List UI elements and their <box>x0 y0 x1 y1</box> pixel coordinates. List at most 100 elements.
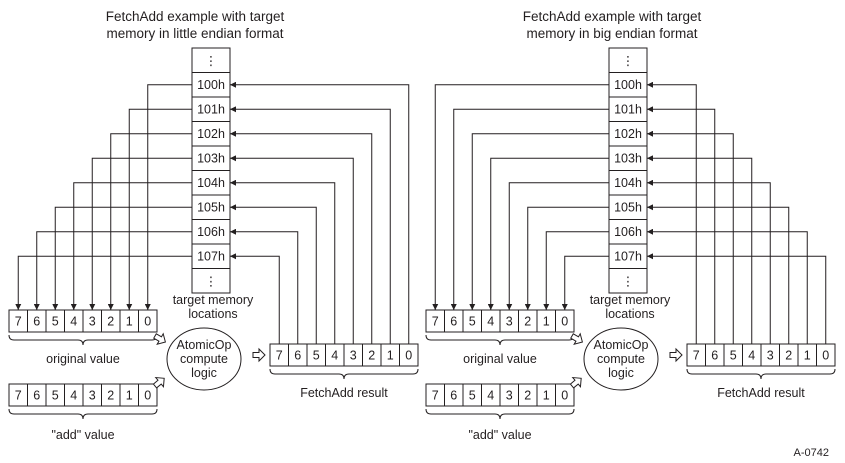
memory-address: 103h <box>197 152 225 166</box>
add-value-byte: 7 <box>15 389 22 403</box>
add-to-logic-arrow <box>152 376 165 389</box>
atomicop-logic-ellipse <box>583 327 659 391</box>
memory-address: 100h <box>197 78 225 92</box>
result-byte: 6 <box>294 349 301 363</box>
memory-label-line1: target memory <box>173 293 254 307</box>
memory-address: 101h <box>614 103 642 117</box>
panel-title-line2: memory in big endian format <box>526 26 697 41</box>
result-byte: 0 <box>405 349 412 363</box>
result-byte: 3 <box>767 349 774 363</box>
memory-ellipsis-cell-top <box>191 47 231 73</box>
memory-to-original-line <box>52 206 192 310</box>
result-label: FetchAdd result <box>300 386 388 400</box>
atomicop-logic-ellipse <box>166 327 242 391</box>
result-byte: 0 <box>822 349 829 363</box>
memory-address: 104h <box>614 176 642 190</box>
result-byte: 2 <box>785 349 792 363</box>
logic-label-line1: AtomicOp <box>177 338 232 352</box>
original-value-byte: 4 <box>70 315 77 329</box>
original-to-logic-arrow <box>570 332 584 345</box>
memory-address: 101h <box>197 103 225 117</box>
figure-id: A-0742 <box>794 447 829 459</box>
add-value-byte: 2 <box>524 389 531 403</box>
original-value-byte: 2 <box>524 315 531 329</box>
original-value-byte: 4 <box>487 315 494 329</box>
result-to-memory-line <box>230 81 410 344</box>
memory-to-original-line <box>144 84 192 310</box>
add-value-byte: 5 <box>52 389 59 403</box>
logic-label-line2: compute <box>597 352 645 366</box>
logic-to-result-arrow <box>669 347 683 363</box>
result-byte: 5 <box>313 349 320 363</box>
add-value-byte: 0 <box>144 389 151 403</box>
result-brace <box>686 368 836 380</box>
original-value-byte: 7 <box>15 315 22 329</box>
memory-to-original-line <box>15 255 192 310</box>
result-byte: 2 <box>368 349 375 363</box>
original-value-byte: 1 <box>543 315 550 329</box>
memory-address: 105h <box>614 201 642 215</box>
panel-title-line1: FetchAdd example with target <box>523 9 702 24</box>
original-to-logic-arrow <box>153 332 167 345</box>
original-value-byte: 6 <box>33 315 40 329</box>
result-byte: 1 <box>804 349 811 363</box>
memory-to-original-line <box>126 108 192 310</box>
memory-ellipsis-cell-top <box>608 47 648 73</box>
memory-to-original-line <box>469 133 609 310</box>
memory-to-original-line <box>487 157 609 310</box>
add-value-byte: 6 <box>33 389 40 403</box>
memory-ellipsis-bottom: ⋮ <box>205 275 218 289</box>
add-value-byte: 6 <box>450 389 457 403</box>
memory-cell <box>608 72 648 98</box>
result-byte: 4 <box>748 349 755 363</box>
memory-to-original-line <box>543 231 609 310</box>
memory-address: 107h <box>614 250 642 264</box>
memory-ellipsis-top: ⋮ <box>205 54 218 68</box>
add-value-byte: 0 <box>561 389 568 403</box>
add-to-logic-arrow <box>569 376 582 389</box>
result-to-memory-line <box>230 228 299 344</box>
logic-label-line3: logic <box>191 366 217 380</box>
add-value-byte: 3 <box>506 389 513 403</box>
original-value-byte: 3 <box>506 315 513 329</box>
result-to-memory-line <box>647 155 753 344</box>
result-to-memory-line <box>230 204 317 344</box>
result-to-memory-line <box>647 81 697 344</box>
add-value-label: "add" value <box>51 428 114 442</box>
logic-label-line1: AtomicOp <box>594 338 649 352</box>
result-to-memory-line <box>647 106 716 344</box>
memory-to-original-line <box>524 206 609 310</box>
result-to-memory-line <box>230 253 280 344</box>
add-value-byte: 1 <box>543 389 550 403</box>
big-endian-panel: FetchAdd example with target memory in bi… <box>425 9 836 442</box>
result-to-memory-line <box>230 130 373 344</box>
original-value-label: original value <box>46 352 120 366</box>
original-value-byte: 5 <box>469 315 476 329</box>
result-byte: 4 <box>331 349 338 363</box>
add-value-byte: 5 <box>469 389 476 403</box>
original-value-byte: 6 <box>450 315 457 329</box>
result-label: FetchAdd result <box>717 386 805 400</box>
original-value-byte: 7 <box>432 315 439 329</box>
original-value-byte: 0 <box>144 315 151 329</box>
add-value-brace <box>425 408 575 420</box>
original-value-brace <box>425 334 575 346</box>
result-to-memory-line <box>647 204 790 344</box>
memory-address: 106h <box>197 225 225 239</box>
add-value-byte: 4 <box>70 389 77 403</box>
memory-ellipsis-top: ⋮ <box>622 54 635 68</box>
memory-address: 106h <box>614 225 642 239</box>
memory-cell <box>608 219 648 245</box>
memory-cell <box>608 96 648 122</box>
result-to-memory-line <box>647 253 827 344</box>
memory-address: 102h <box>197 127 225 141</box>
memory-label-line1: target memory <box>590 293 671 307</box>
result-byte: 7 <box>693 349 700 363</box>
result-byte: 1 <box>387 349 394 363</box>
memory-address: 107h <box>197 250 225 264</box>
result-to-memory-line <box>230 155 354 344</box>
add-value-byte: 3 <box>89 389 96 403</box>
add-value-label: "add" value <box>468 428 531 442</box>
